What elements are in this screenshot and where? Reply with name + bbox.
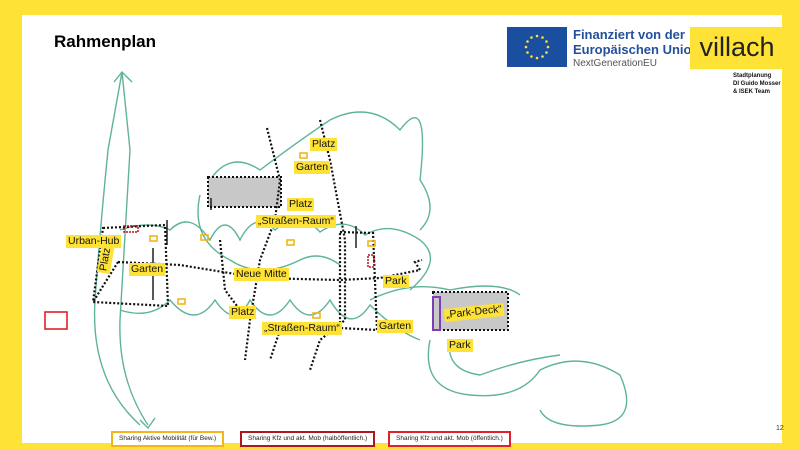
label-park: Park bbox=[447, 339, 473, 352]
plan-map bbox=[44, 70, 628, 430]
label-platz: Platz bbox=[229, 306, 257, 319]
slide: Rahmenplan Finanziert von der Europäisch… bbox=[22, 15, 784, 447]
eu-funding-line3: NextGenerationEU bbox=[573, 58, 657, 69]
river-lines bbox=[93, 70, 628, 430]
credit-line: DI Guido Mosser bbox=[733, 81, 781, 87]
label-neue-mitte: Neue Mitte bbox=[234, 268, 289, 281]
label-strassen-raum: „Straßen-Raum“ bbox=[256, 215, 336, 228]
label-platz: Platz bbox=[287, 198, 315, 211]
label-garten: Garten bbox=[377, 320, 414, 333]
legend-sharing-active: Sharing Aktive Mobilität (für Bew.) bbox=[111, 431, 225, 447]
legend-sharing-public: Sharing Kfz und akt. Mob (öffentlich.) bbox=[388, 431, 511, 447]
sharing-public-marker bbox=[44, 311, 68, 330]
credit-line: Stadtplanung bbox=[733, 73, 772, 79]
eu-flag-icon bbox=[507, 27, 567, 67]
eu-funding-line1: Finanziert von der bbox=[573, 27, 685, 42]
sharing-active-markers bbox=[149, 152, 376, 319]
label-urban-hub: Urban-Hub bbox=[66, 235, 122, 248]
sharing-semi-markers bbox=[123, 225, 375, 268]
page-number: 12 bbox=[776, 425, 784, 432]
label-garten: Garten bbox=[294, 161, 331, 174]
eu-funding-line2: Europäischen Union bbox=[573, 42, 700, 57]
label-park: Park bbox=[383, 275, 409, 288]
page-title: Rahmenplan bbox=[54, 32, 157, 51]
credit-line: & ISEK Team bbox=[733, 89, 770, 95]
villach-logo: villach bbox=[690, 27, 784, 69]
paths bbox=[91, 119, 423, 371]
arrows bbox=[152, 198, 357, 300]
label-garten: Garten bbox=[129, 263, 166, 276]
label-strassen-raum: „Straßen-Raum“ bbox=[262, 322, 342, 335]
legend-sharing-semi-public: Sharing Kfz und akt. Mob (halböffentlich… bbox=[240, 431, 376, 447]
label-platz: Platz bbox=[310, 138, 338, 151]
